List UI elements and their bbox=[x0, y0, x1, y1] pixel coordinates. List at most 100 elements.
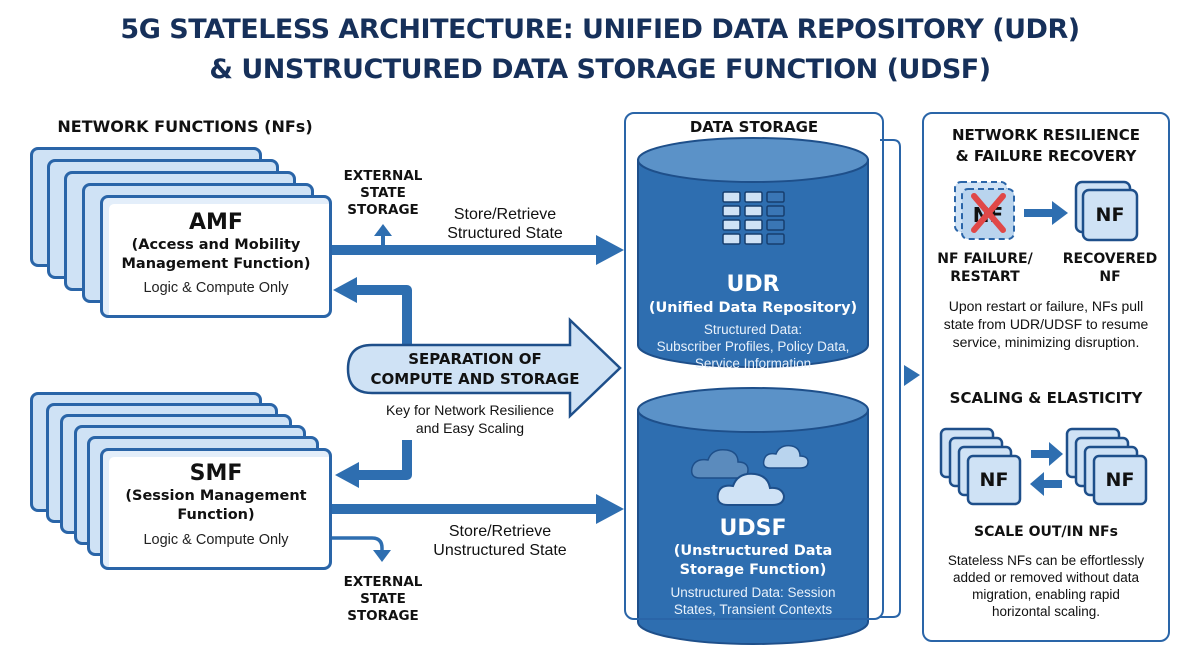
resilience-description: Upon restart or failure, NFs pull state … bbox=[926, 297, 1166, 351]
unstructured-state-arrow bbox=[332, 494, 624, 524]
separation-title: SEPARATION OF COMPUTE AND STORAGE bbox=[350, 349, 600, 389]
smf-name: SMF bbox=[189, 461, 243, 486]
unstructured-state-label: Store/Retrieve Unstructured State bbox=[415, 522, 585, 560]
clouds-icon bbox=[690, 444, 809, 506]
smf-full-name-1: (Session Management bbox=[125, 488, 307, 504]
udr-cylinder bbox=[637, 137, 869, 368]
external-storage-up-arrow bbox=[374, 224, 392, 246]
external-top-line: STATE bbox=[360, 185, 406, 201]
smf-card[interactable]: SMF (Session Management Function) Logic … bbox=[100, 448, 332, 570]
udsf-full-name-2: Storage Function) bbox=[679, 562, 827, 578]
amf-name: AMF bbox=[189, 210, 243, 235]
grid-cell bbox=[722, 191, 741, 203]
udr-desc-3: Service Information bbox=[694, 356, 812, 371]
failure-caption-line: RESTART bbox=[950, 269, 1020, 285]
external-storage-down-arrow bbox=[332, 536, 391, 562]
data-storage-header: DATA STORAGE bbox=[689, 118, 819, 136]
amf-return-arrow bbox=[333, 277, 412, 345]
separation-caption-line: and Easy Scaling bbox=[415, 420, 525, 436]
failure-caption-line: NF FAILURE/ bbox=[937, 251, 1033, 267]
title-line-1: 5G STATELESS ARCHITECTURE: UNIFIED DATA … bbox=[120, 14, 1080, 45]
grid-cell bbox=[744, 233, 763, 245]
separation-arrow bbox=[346, 317, 622, 419]
scaling-desc-line: added or removed without data bbox=[952, 570, 1140, 585]
structured-label-line: Structured State bbox=[447, 225, 563, 242]
nf-stack-left-icon bbox=[939, 427, 1022, 506]
grid-cell bbox=[766, 233, 785, 245]
resilience-desc-line: Upon restart or failure, NFs pull bbox=[948, 298, 1144, 314]
recovered-caption-line: RECOVERED bbox=[1062, 251, 1158, 267]
scaling-desc-line: horizontal scaling. bbox=[991, 604, 1101, 619]
scaling-header: SCALING & ELASTICITY bbox=[949, 389, 1143, 407]
resilience-header-line: NETWORK RESILIENCE bbox=[951, 126, 1141, 144]
grid-cell bbox=[744, 205, 763, 217]
grid-cell bbox=[744, 219, 763, 231]
failure-caption: NF FAILURE/ RESTART bbox=[935, 250, 1035, 286]
external-state-storage-top: EXTERNAL STATE STORAGE bbox=[336, 168, 430, 219]
nf-stack-right-icon bbox=[1065, 427, 1148, 506]
storage-panel-back bbox=[880, 139, 901, 618]
unstructured-label-line: Unstructured State bbox=[433, 542, 567, 559]
scaling-desc-line: Stateless NFs can be effortlessly bbox=[947, 553, 1145, 568]
structured-label-line: Store/Retrieve bbox=[453, 206, 557, 223]
resilience-desc-line: service, minimizing disruption. bbox=[952, 334, 1140, 350]
recovered-caption: RECOVERED NF bbox=[1060, 250, 1160, 286]
separation-title-line: COMPUTE AND STORAGE bbox=[370, 370, 580, 388]
external-top-line: EXTERNAL bbox=[343, 168, 423, 184]
external-top-line: STORAGE bbox=[347, 202, 419, 218]
smf-full-name-2: Function) bbox=[177, 507, 255, 523]
udr-desc-1: Structured Data: bbox=[703, 322, 803, 337]
grid-cell bbox=[766, 191, 785, 203]
nf-stack-card bbox=[1092, 454, 1148, 506]
nf-stack-card bbox=[966, 454, 1022, 506]
amf-card[interactable]: AMF (Access and Mobility Management Func… bbox=[100, 195, 332, 318]
external-bottom-line: EXTERNAL bbox=[343, 574, 423, 590]
recovered-nf-label: NF bbox=[1095, 204, 1125, 226]
scaling-description: Stateless NFs can be effortlessly added … bbox=[926, 552, 1166, 620]
structured-state-arrow bbox=[332, 235, 624, 265]
amf-note: Logic & Compute Only bbox=[143, 280, 289, 296]
separation-caption-line: Key for Network Resilience bbox=[385, 402, 555, 418]
database-grid-icon bbox=[722, 191, 785, 245]
recovered-caption-line: NF bbox=[1099, 269, 1121, 285]
udr-full-name: (Unified Data Repository) bbox=[648, 300, 858, 316]
recovered-nf-icon bbox=[1074, 180, 1139, 242]
smf-return-arrow bbox=[335, 440, 412, 488]
scaling-left-nf-label: NF bbox=[979, 469, 1009, 491]
external-bottom-line: STORAGE bbox=[347, 608, 419, 624]
diagram-title: 5G STATELESS ARCHITECTURE: UNIFIED DATA … bbox=[0, 10, 1200, 90]
grid-cell bbox=[722, 219, 741, 231]
udr-desc-2: Subscriber Profiles, Policy Data, bbox=[656, 339, 850, 354]
recovery-arrow-icon bbox=[1024, 201, 1068, 225]
grid-cell bbox=[766, 219, 785, 231]
resilience-desc-line: state from UDR/UDSF to resume bbox=[943, 316, 1149, 332]
data-storage-panel bbox=[624, 112, 884, 620]
external-state-storage-bottom: EXTERNAL STATE STORAGE bbox=[336, 574, 430, 625]
udsf-desc-1: Unstructured Data: Session bbox=[670, 585, 836, 600]
amf-full-name-2: Management Function) bbox=[121, 256, 311, 272]
resilience-header: NETWORK RESILIENCE & FAILURE RECOVERY bbox=[922, 125, 1170, 167]
scaling-caption: SCALE OUT/IN NFs bbox=[974, 524, 1118, 540]
amf-full-name-1: (Access and Mobility bbox=[131, 237, 301, 253]
grid-cell bbox=[744, 191, 763, 203]
nf-section-header: NETWORK FUNCTIONS (NFs) bbox=[57, 117, 313, 136]
udr-name: UDR bbox=[726, 272, 780, 297]
udsf-desc-2: States, Transient Contexts bbox=[673, 602, 833, 617]
scaling-desc-line: migration, enabling rapid bbox=[972, 587, 1120, 602]
structured-state-label: Store/Retrieve Structured State bbox=[430, 205, 580, 243]
scale-in-arrow-icon bbox=[1030, 472, 1062, 496]
failed-nf-icon: NF bbox=[954, 181, 1015, 240]
unstructured-label-line: Store/Retrieve bbox=[448, 523, 552, 540]
separation-caption: Key for Network Resilience and Easy Scal… bbox=[360, 401, 580, 437]
udsf-name: UDSF bbox=[719, 516, 787, 541]
smf-note: Logic & Compute Only bbox=[143, 532, 289, 548]
outcomes-panel bbox=[922, 112, 1170, 642]
udsf-text: UDSF (Unstructured Data Storage Function… bbox=[640, 516, 866, 618]
scale-out-arrow-icon bbox=[1031, 442, 1063, 466]
scaling-right-nf-label: NF bbox=[1105, 469, 1135, 491]
udr-text: UDR (Unified Data Repository) Structured… bbox=[640, 272, 866, 372]
external-bottom-line: STATE bbox=[360, 591, 406, 607]
resilience-header-line: & FAILURE RECOVERY bbox=[955, 147, 1137, 165]
storage-to-outcomes-arrow bbox=[904, 365, 920, 386]
